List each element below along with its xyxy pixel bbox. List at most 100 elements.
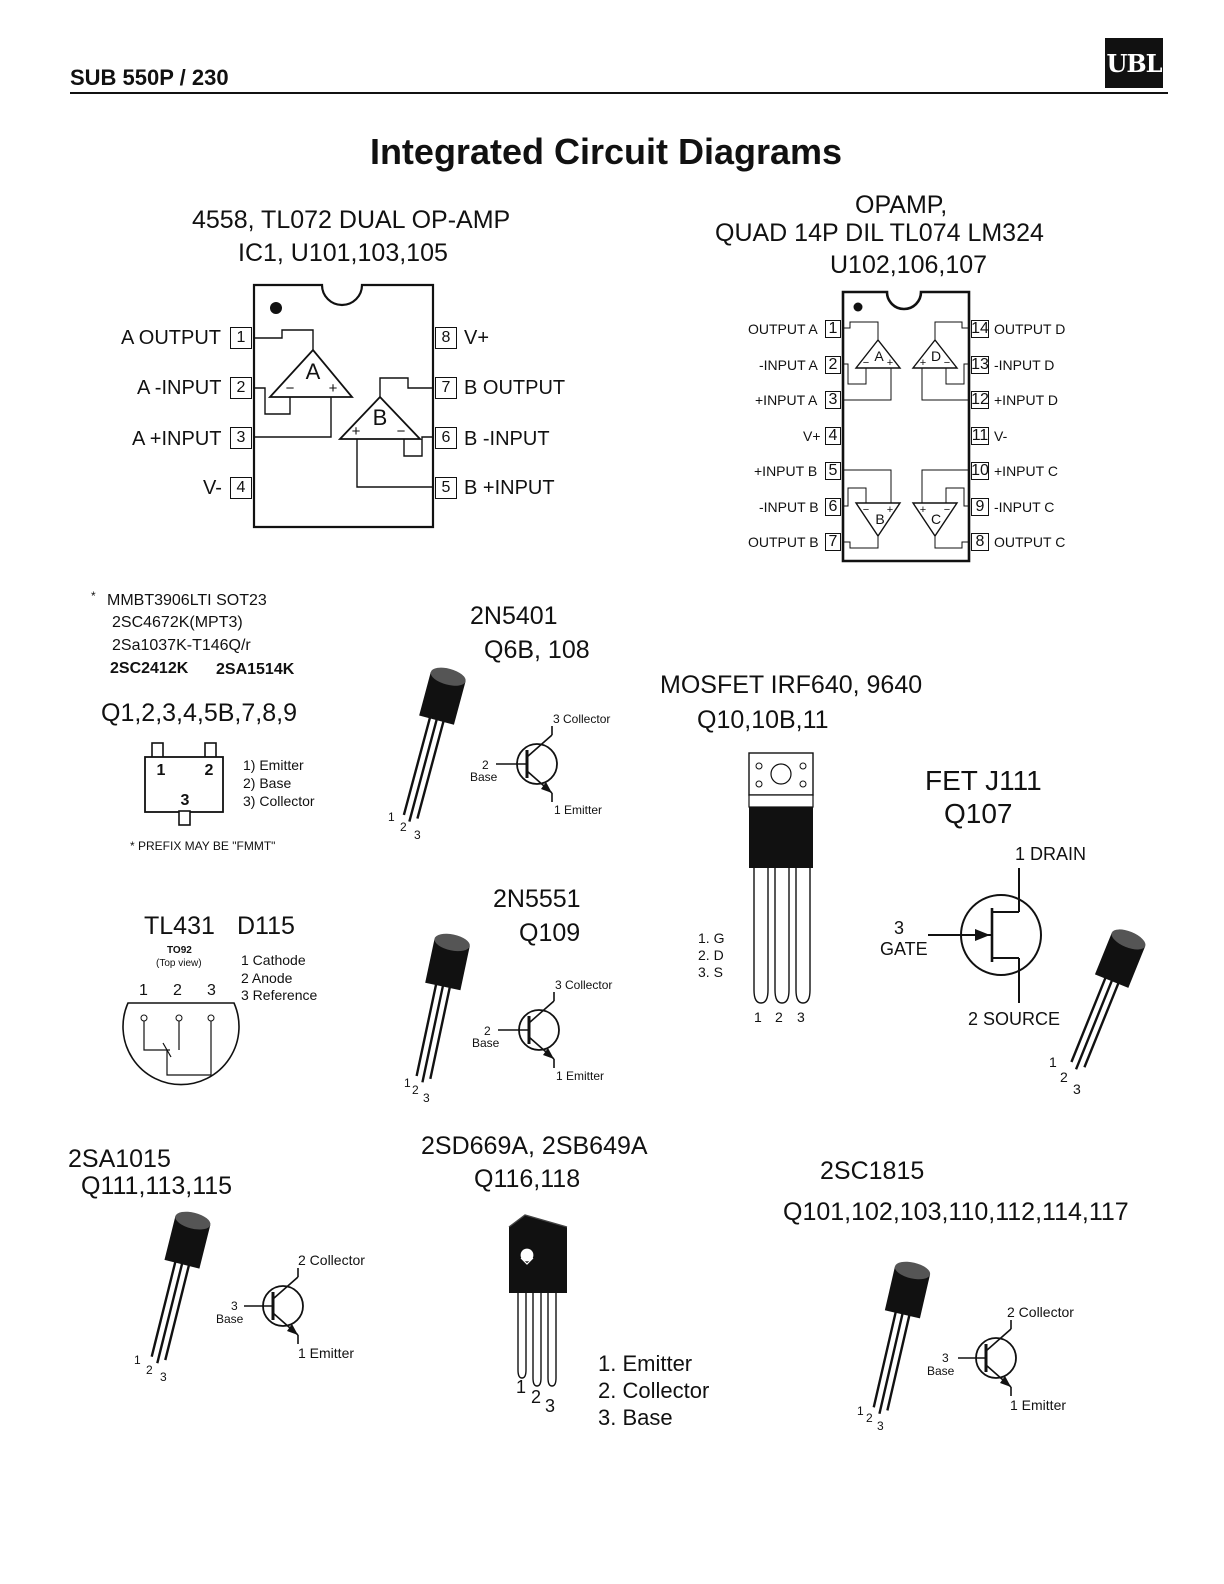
2n5401-base-num: 2 [482,758,489,772]
jfet-gate-label: GATE [880,939,928,959]
mosfet-lead-2: 2 [775,1009,783,1025]
svg-text:−: − [863,357,869,369]
sot23-prefix-note: * PREFIX MAY BE "FMMT" [130,839,276,853]
2sc1815-collector-label: 2 Collector [1007,1304,1074,1320]
svg-text:−: − [944,357,950,369]
dual-label-v-plus: V+ [464,327,490,349]
2sd669a-lead-3: 3 [545,1396,556,1416]
2n5401-designators: Q6B, 108 [484,636,590,664]
quad-pin-1: 1 [825,320,841,338]
2sc1815-lead-1: 1 [857,1404,864,1418]
jfet-gate-num: 3 [894,918,905,938]
2n5401-emitter-label: 1 Emitter [554,803,603,817]
mosfet-designators: Q10,10B,11 [697,706,829,734]
tl431-pin-1: 1 [139,982,148,999]
jfet-drain-label: 1 DRAIN [1015,844,1087,864]
jfet-lead-1: 1 [1049,1054,1057,1070]
2sc1815-lead-3: 3 [877,1419,884,1433]
sot23-legend-emitter: 1) Emitter [243,757,304,773]
2sc1815-base-num: 3 [942,1351,949,1365]
dual-pin-1: 1 [230,327,252,349]
2sd669a-lead-2: 2 [531,1387,542,1407]
svg-text:+: + [887,504,893,516]
tl431-pin-2: 2 [173,982,182,999]
2n5401-title: 2N5401 [470,602,558,630]
quad-pin-12: 12 [971,391,989,409]
dual-pin-5: 5 [435,477,457,499]
jfet-lead-3: 3 [1073,1081,1081,1097]
2sd669a-designators: Q116,118 [474,1165,581,1193]
dual-opamp-title: 4558, TL072 DUAL OP-AMP [192,206,511,234]
quad-label-output-c: OUTPUT C [994,534,1066,550]
sot23-line-4a: 2SC2412K [110,660,189,677]
2sd669a-legend-emitter: 1. Emitter [598,1351,693,1376]
mosfet-legend-s: 3. S [698,964,723,980]
quad-label-v-plus: V+ [803,428,821,444]
2sa1015-collector-label: 2 Collector [298,1252,365,1268]
quad-pin-5: 5 [825,462,841,480]
2n5401-lead-2: 2 [400,820,407,834]
quad-pin-14: 14 [971,320,989,338]
tl431-legend-anode: 2 Anode [241,970,293,986]
quad-amp-d: D [931,348,941,364]
2sc1815-npn-symbol [958,1320,1017,1396]
2n5551-title: 2N5551 [493,885,581,913]
quad-pin-7: 7 [825,533,841,551]
dual-pin-6: 6 [435,427,457,449]
2sa1015-lead-3: 3 [160,1370,167,1384]
quad-label-plus-input-a: +INPUT A [755,392,818,408]
quad-amp-c: C [931,511,941,527]
tl431-legend-reference: 3 Reference [241,987,318,1003]
2n5551-base-num: 2 [484,1024,491,1038]
quad-pin-8: 8 [971,533,989,551]
2sc1815-base-label: Base [927,1364,955,1378]
amp-a-label: A [306,359,321,384]
sot23-pin-1: 1 [157,762,166,779]
dual-label-a-plus-input: A +INPUT [132,428,222,450]
2sa1015-base-num: 3 [231,1299,238,1313]
dual-label-a-output: A OUTPUT [121,327,222,349]
dual-pin-4: 4 [230,477,252,499]
dual-label-b-output: B OUTPUT [464,377,566,399]
mosfet-lead-1: 1 [754,1009,762,1025]
2n5551-designator: Q109 [519,919,581,947]
quad-label-plus-input-d: +INPUT D [994,392,1058,408]
mosfet-lead-3: 3 [797,1009,805,1025]
quad-opamp-designators: U102,106,107 [830,251,988,279]
2sa1015-designators: Q111,113,115 [81,1172,233,1200]
2sd669a-legend-collector: 2. Collector [598,1378,710,1403]
jbl-logo: UBL [1105,38,1163,88]
svg-text:+: + [920,357,926,369]
dual-pin-7: 7 [435,377,457,399]
dual-label-a-minus-input: A -INPUT [137,377,222,399]
2n5401-base-label: Base [470,770,498,784]
amp-b-minus: − [397,423,406,440]
amp-a-plus: + [329,380,338,397]
quad-pin-6: 6 [825,498,841,516]
dual-pin-3: 3 [230,427,252,449]
quad-label-output-a: OUTPUT A [748,321,818,337]
sot23-asterisk: * [91,589,96,603]
tl431-legend-cathode: 1 Cathode [241,952,306,968]
2n5551-emitter-label: 1 Emitter [556,1069,605,1083]
2sa1015-lead-2: 2 [146,1363,153,1377]
2sc1815-emitter-label: 1 Emitter [1010,1397,1067,1413]
mosfet-legend-g: 1. G [698,930,725,946]
sot23-pin-2: 2 [205,762,214,779]
quad-pin-4: 4 [825,427,841,445]
2n5551-lead-2: 2 [412,1083,419,1097]
2sa1015-title: 2SA1015 [68,1145,171,1173]
dual-label-b-minus-input: B -INPUT [464,428,550,450]
quad-label-output-d: OUTPUT D [994,321,1066,337]
2n5401-lead-3: 3 [414,828,421,842]
quad-label-minus-input-d: -INPUT D [994,357,1055,373]
tl431-view: (Top view) [156,958,202,969]
dual-opamp-designators: IC1, U101,103,105 [238,239,448,267]
quad-pin-11: 11 [971,427,989,445]
quad-amp-a: A [874,348,884,364]
mosfet-title: MOSFET IRF640, 9640 [660,671,923,699]
